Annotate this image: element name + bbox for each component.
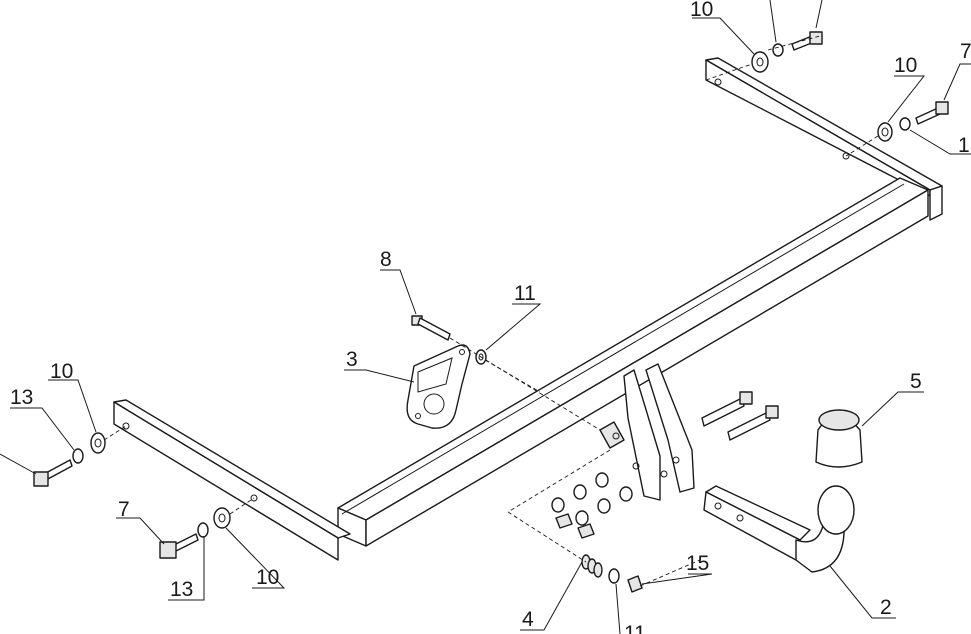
- callout-10-left: 10: [50, 360, 73, 383]
- nut-washer-cluster: [551, 472, 633, 539]
- socket-plate: [406, 344, 471, 429]
- plate-bolts: [701, 391, 779, 441]
- callout-11-mid: 11: [514, 282, 536, 305]
- left-fasteners-lower: [159, 507, 231, 559]
- callout-2: 2: [880, 596, 892, 619]
- callout-11-bottom: 11: [624, 622, 646, 634]
- bolt-8: [411, 315, 451, 341]
- callout-7-left: 7: [118, 498, 130, 521]
- centre-mounting-plate: [599, 363, 695, 501]
- ball-cover: [815, 409, 863, 468]
- callout-5: 5: [910, 370, 922, 393]
- ball-neck: [703, 485, 855, 573]
- left-side-bracket: [113, 399, 351, 561]
- callout-15: 15: [686, 552, 709, 575]
- main-cross-beam: [337, 177, 929, 547]
- callout-4: 4: [522, 608, 534, 631]
- callout-13-left: 13: [10, 386, 33, 409]
- callout-10-top: 10: [690, 0, 713, 21]
- callout-8: 8: [380, 248, 392, 271]
- alignment-lines: [103, 35, 879, 587]
- top-fasteners: [751, 31, 823, 73]
- callout-7-right: 7: [960, 40, 971, 63]
- callout-13-bottom: 13: [170, 578, 193, 601]
- left-fasteners-upper: [33, 432, 106, 487]
- right-side-bracket: [705, 57, 943, 221]
- callout-3: 3: [346, 348, 358, 371]
- callout-10-right: 10: [894, 54, 917, 77]
- callout-10-bottom: 10: [256, 566, 279, 589]
- callout-1-right: 1: [958, 134, 970, 157]
- spring-washer-nut: [581, 554, 643, 593]
- callout-labels: 10 7 10 1 8 11 3 10 13 7 13 10 5 15 4 11…: [10, 0, 971, 634]
- right-fasteners: [877, 101, 949, 142]
